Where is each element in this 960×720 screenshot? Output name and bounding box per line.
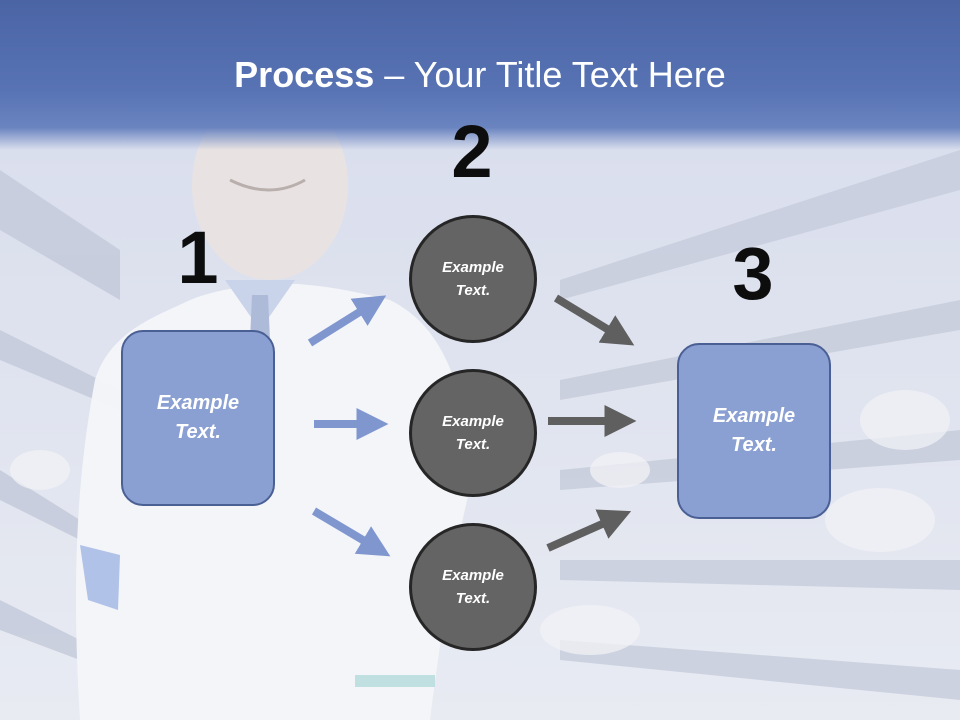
title-bold: Process <box>234 54 375 95</box>
slide-title: Process – Your Title Text Here <box>0 48 960 102</box>
circle-top-line2: Text. <box>455 282 491 299</box>
circle-top-line1: Example <box>442 259 504 276</box>
output-box[interactable]: Example Text. <box>677 343 831 519</box>
input-box-line1: Example <box>156 392 240 414</box>
step-circle-middle[interactable]: Example Text. <box>409 369 537 497</box>
step-number-1: 1 <box>177 216 219 299</box>
input-box[interactable]: Example Text. <box>121 330 275 506</box>
step-circle-bottom[interactable]: Example Text. <box>409 523 537 651</box>
step-circle-top[interactable]: Example Text. <box>409 215 537 343</box>
input-box-line2: Text. <box>175 421 221 443</box>
step-number-3: 3 <box>732 232 774 315</box>
circle-middle-line2: Text. <box>455 436 491 453</box>
title-bar <box>0 0 960 150</box>
arrow-blue-up <box>307 295 387 347</box>
output-box-line2: Text. <box>731 434 777 456</box>
circle-bottom-line2: Text. <box>455 590 491 607</box>
output-box-line1: Example <box>712 405 796 427</box>
step-number-2: 2 <box>451 110 493 193</box>
arrow-gray-up <box>546 509 632 552</box>
circle-middle-line1: Example <box>442 413 504 430</box>
title-rest: – Your Title Text Here <box>374 54 726 95</box>
arrow-blue-down <box>311 507 391 557</box>
circle-bottom-line1: Example <box>442 567 504 584</box>
arrow-gray-down <box>553 294 635 346</box>
